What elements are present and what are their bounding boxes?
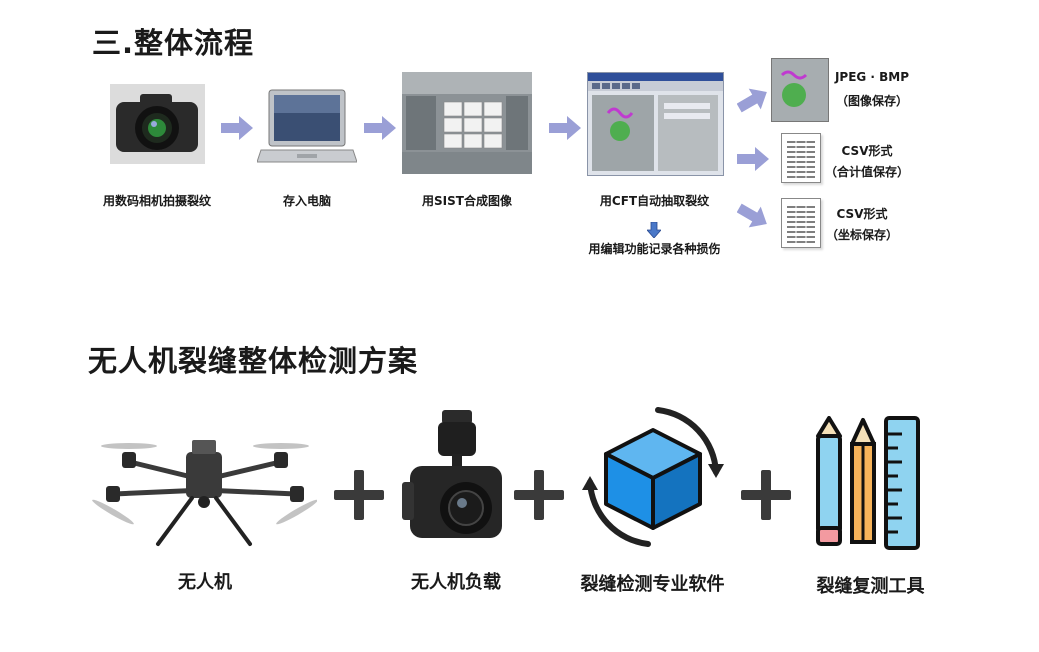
csv-document-icon [781, 133, 821, 183]
flow-arrow-icon [364, 116, 396, 140]
flow-arrow-icon [221, 116, 253, 140]
output-format-csv-coord: CSV形式 [836, 207, 888, 221]
plus-icon [741, 470, 791, 520]
section1-title: 三.整体流程 [92, 26, 255, 60]
gimbal-camera-icon [402, 408, 510, 544]
drone-icon [92, 432, 317, 552]
laptop-icon [257, 88, 357, 168]
output-format-jpeg: JPEG · BMP [834, 70, 910, 84]
step-label-cft: 用CFT自动抽取裂纹 [599, 194, 710, 208]
branch-arrow-right-icon [737, 147, 769, 171]
output-desc-image: （图像保存） [835, 94, 908, 108]
composite-image-icon [402, 72, 532, 174]
output-desc-coord: （坐标保存） [825, 228, 898, 242]
output-format-csv-total: CSV形式 [841, 144, 893, 158]
down-arrow-icon [647, 222, 661, 238]
branch-arrow-down-icon [737, 203, 767, 228]
cft-software-icon [587, 72, 724, 176]
pencil-ruler-icon [810, 416, 926, 552]
csv-document-icon [781, 198, 821, 248]
output-desc-total: （合计值保存） [824, 165, 909, 179]
step-label-camera: 用数码相机拍摄裂纹 [102, 194, 211, 208]
item-label-tools: 裂缝复测工具 [816, 576, 925, 597]
step-label-laptop: 存入电脑 [282, 194, 331, 208]
plus-icon [334, 470, 384, 520]
item-label-payload: 无人机负载 [411, 572, 501, 593]
item-label-drone: 无人机 [178, 572, 232, 593]
step-label-composite: 用SIST合成图像 [422, 194, 512, 208]
image-thumbnail-icon [771, 58, 829, 122]
3d-cube-software-icon [578, 402, 728, 552]
branch-arrow-up-icon [737, 88, 767, 113]
item-label-software: 裂缝检测专业软件 [580, 574, 725, 595]
plus-icon [514, 470, 564, 520]
section2-title: 无人机裂缝整体检测方案 [88, 344, 419, 378]
flow-arrow-icon [549, 116, 581, 140]
sub-step-label: 用编辑功能记录各种损伤 [588, 242, 721, 256]
camera-icon [110, 84, 205, 164]
